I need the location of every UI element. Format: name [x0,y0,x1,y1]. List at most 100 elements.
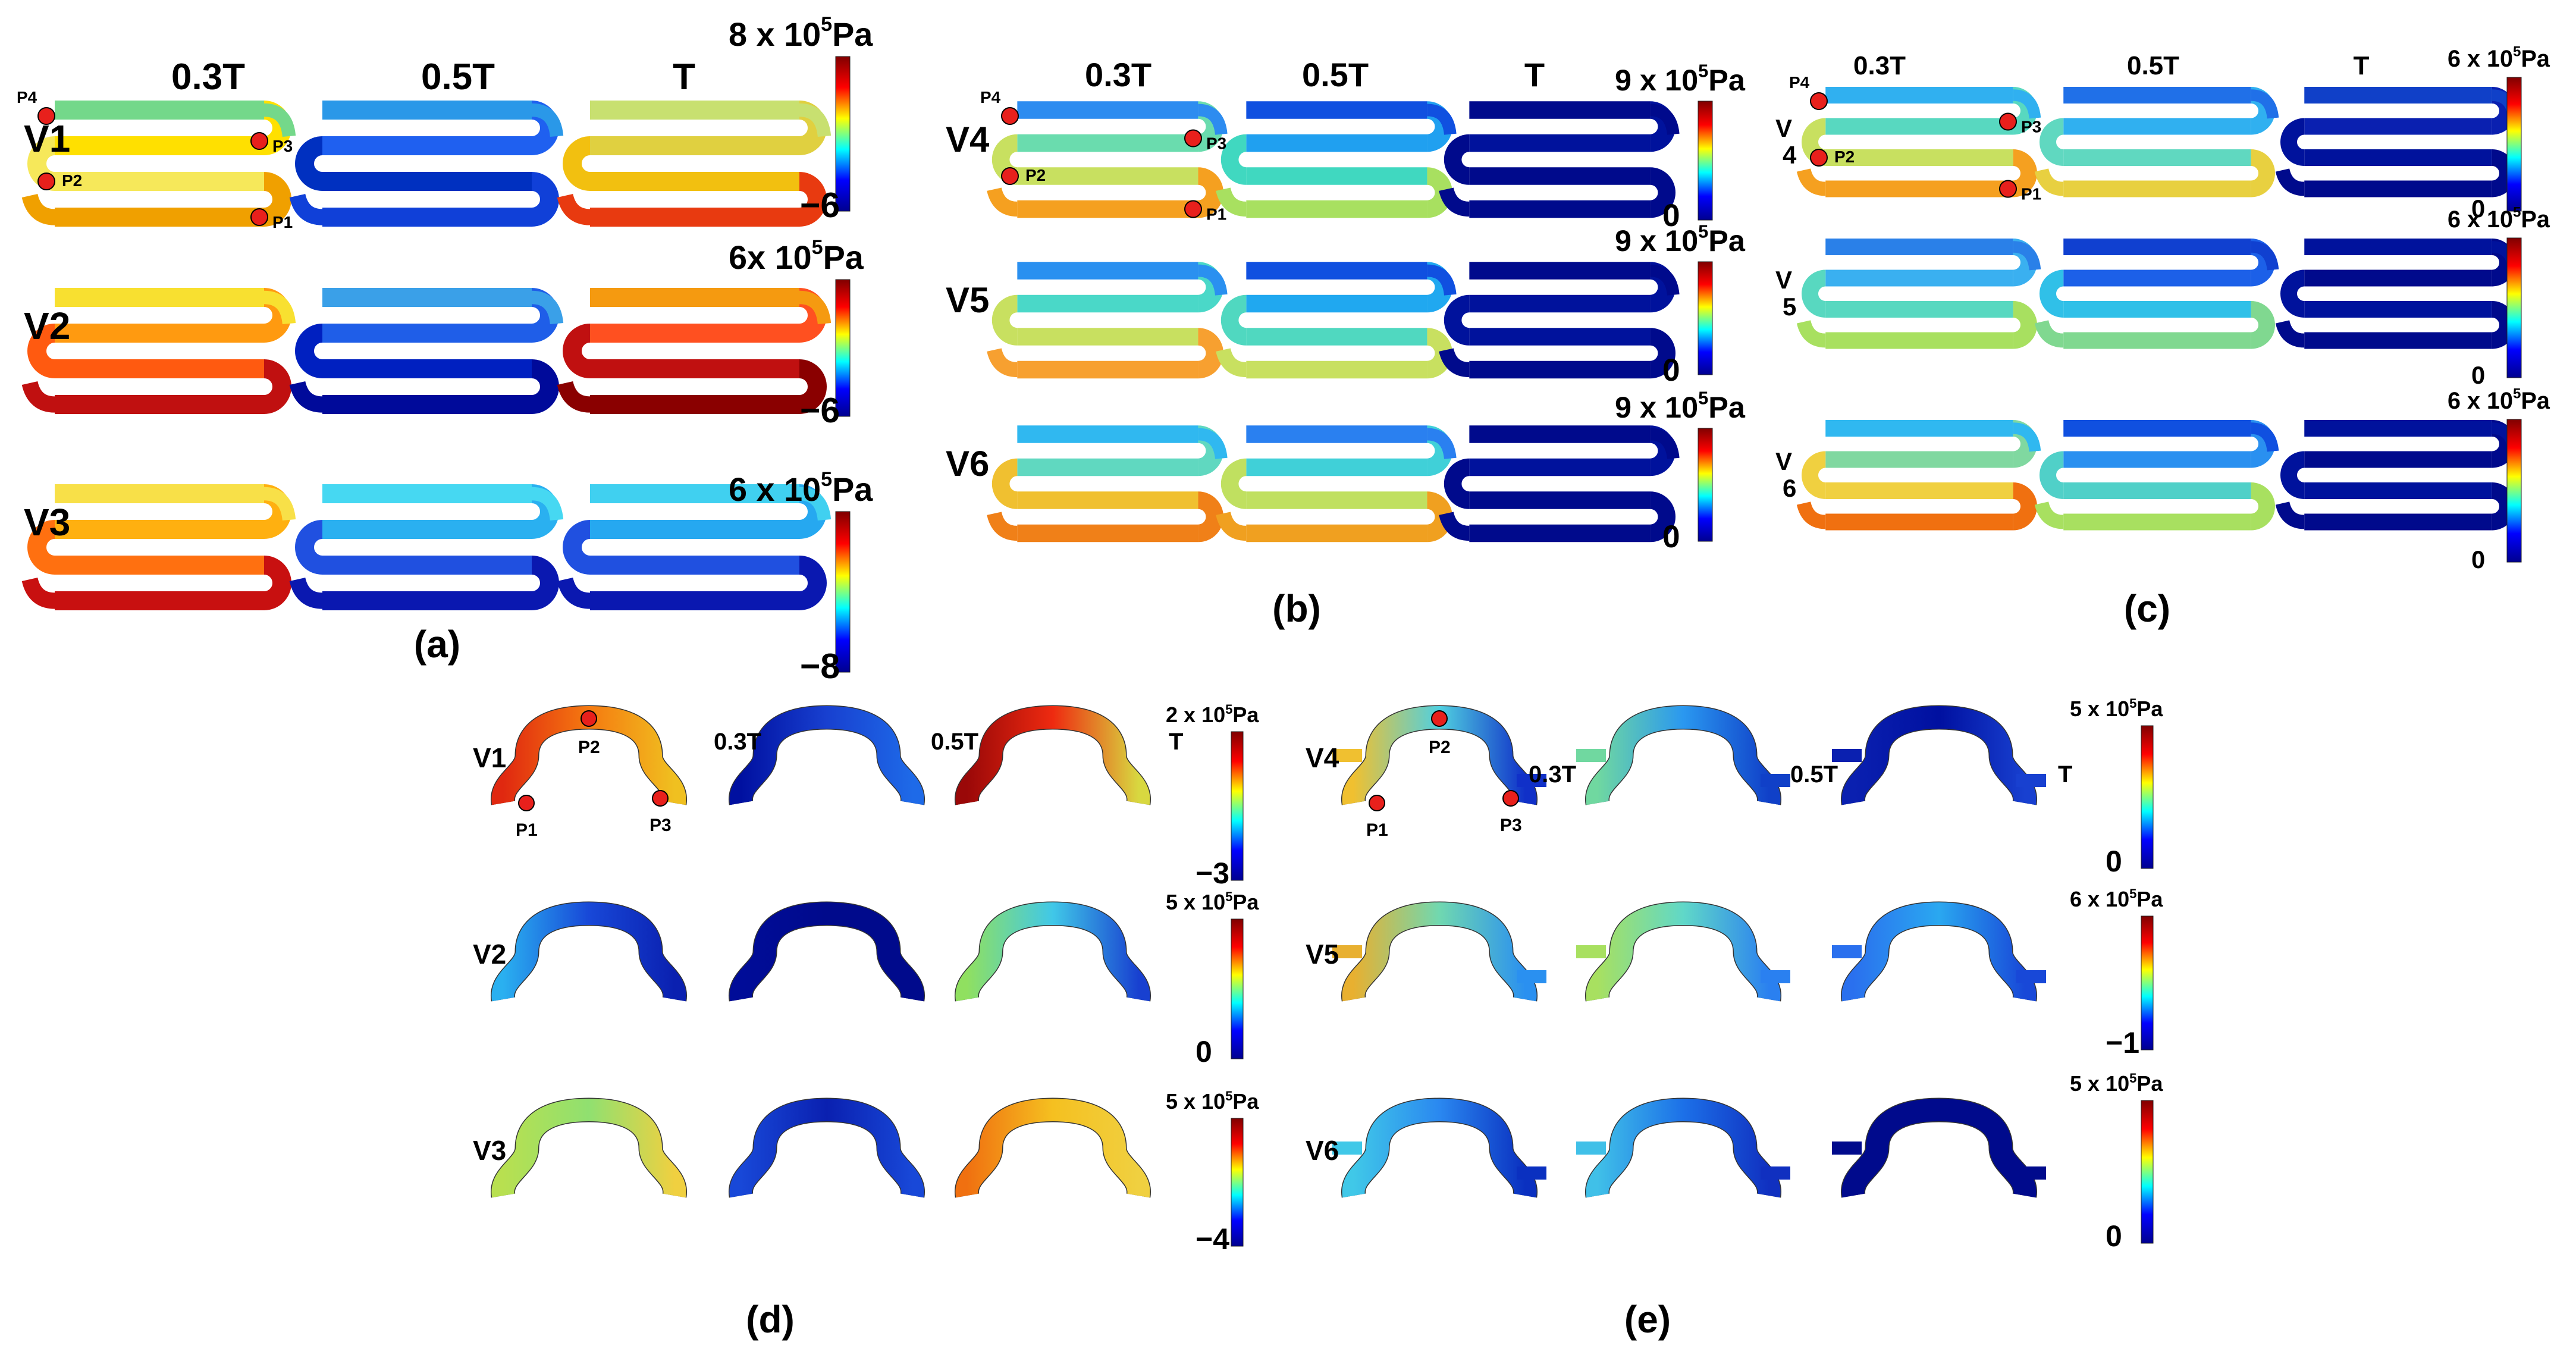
meander-c-row3-col3 [2275,420,2520,531]
time-label: T [1524,56,1545,93]
time-label: T [2354,51,2370,80]
scale-min-label: −8 [800,647,840,686]
omega-e-row3-col2 [1576,1097,1790,1198]
velocity-label: V3 [473,1135,506,1166]
meander-c-row2-col3 [2275,239,2520,349]
scale-max-label: 6 x 105Pa [2448,204,2550,233]
colorbar [1698,261,1713,375]
scale-min-label: 0 [2471,195,2485,222]
omega-d-row1-col1 [491,705,687,805]
meander-a-row1-col1 [21,101,296,227]
velocity-label: V3 [24,501,70,544]
meander-b-row3-col1 [987,425,1228,542]
probe-point-p4 [1001,107,1019,125]
meander-b-row2-col2 [1216,262,1457,379]
meander-c-row1-col3 [2275,87,2520,197]
scale-min-label: 0 [2471,361,2485,389]
probe-label: P2 [1025,166,1046,184]
colorbar [1231,731,1244,881]
probe-point-p2 [581,710,597,727]
probe-label: P1 [2021,185,2041,203]
scale-min-label: 0 [2106,1219,2122,1253]
velocity-label: V4 [946,120,990,159]
colorbar [1231,918,1244,1059]
meander-a-row1-col2 [289,101,564,227]
probe-label: P3 [1500,816,1522,835]
colorbar [1698,101,1713,221]
probe-label: P1 [272,213,293,231]
scale-min-label: 0 [1662,519,1680,554]
time-label: 0.3T [1085,56,1151,93]
meander-c-row1-col1 [1796,87,2041,197]
time-label: 0.3T [1529,761,1576,788]
probe-label: P1 [516,820,538,840]
scale-min-label: −4 [1196,1222,1229,1256]
scale-max-label: 6 x 105Pa [2448,385,2550,414]
scale-min-label: −6 [800,186,840,225]
omega-d-row2-col1 [491,901,687,1002]
meander-c-row1-col2 [2034,87,2279,197]
colorbar [835,279,851,417]
velocity-label: V6 [1306,1135,1339,1166]
scale-max-label: 2 x 105Pa [1166,702,1259,727]
meander-c-row3-col1 [1796,420,2041,531]
velocity-label: V5 [946,280,989,320]
probe-point-p1 [518,795,535,811]
scale-max-label: 6 x 105Pa [729,468,873,508]
panel-label: (c) [2124,587,2170,630]
probe-label: P2 [1429,738,1451,757]
colorbar [2506,237,2522,378]
velocity-label: V2 [473,939,506,970]
probe-label: P3 [272,137,293,155]
colorbar [835,511,851,673]
omega-e-row2-col1 [1332,901,1546,1002]
scale-max-label: 5 x 105Pa [2070,696,2163,721]
probe-point-p3 [652,790,669,807]
omega-e-row2-col3 [1832,901,2046,1002]
scale-min-label: 0 [2106,845,2122,878]
probe-label: P4 [980,88,1001,106]
meander-b-row1-col3 [1439,101,1680,218]
probe-point-p1 [1184,200,1202,218]
probe-point-p3 [250,132,268,150]
colorbar [2141,915,2154,1050]
probe-label: P2 [578,738,600,757]
probe-point-p3 [1502,790,1519,807]
omega-d-row2-col3 [955,901,1151,1002]
probe-point-p1 [1999,180,2017,198]
meander-a-row3-col1 [21,484,296,610]
omega-e-row2-col2 [1576,901,1790,1002]
colorbar [2141,725,2154,869]
scale-max-label: 9 x 105Pa [1615,388,1746,424]
scale-max-label: 6 x 105Pa [2448,43,2550,72]
probe-label: P3 [1206,134,1226,153]
meander-b-row3-col3 [1439,425,1680,542]
velocity-subscript: 5 [1783,293,1796,321]
scale-max-label: 5 x 105Pa [1166,1089,1259,1114]
scale-max-label: 6x 105Pa [729,236,864,276]
probe-label: P2 [1834,148,1855,166]
velocity-subscript: 6 [1783,474,1796,502]
colorbar [2506,77,2522,212]
meander-c-row2-col1 [1796,239,2041,349]
probe-label: P3 [2021,118,2041,136]
probe-label: P1 [1206,205,1226,224]
meander-b-row1-col1 [987,101,1228,218]
velocity-label: V5 [1306,939,1339,970]
velocity-subscript: 4 [1783,141,1797,169]
colorbar [835,56,851,212]
velocity-label: V [1775,266,1792,294]
time-label: 0.5T [1790,761,1838,788]
time-label: T [2058,761,2072,788]
omega-d-row1-col2 [729,705,925,805]
colorbar [1698,428,1713,542]
probe-point-p2 [1810,149,1828,167]
omega-e-row1-col2 [1576,705,1790,805]
meander-c-row2-col2 [2034,239,2279,349]
time-label: 0.5T [2127,51,2179,80]
